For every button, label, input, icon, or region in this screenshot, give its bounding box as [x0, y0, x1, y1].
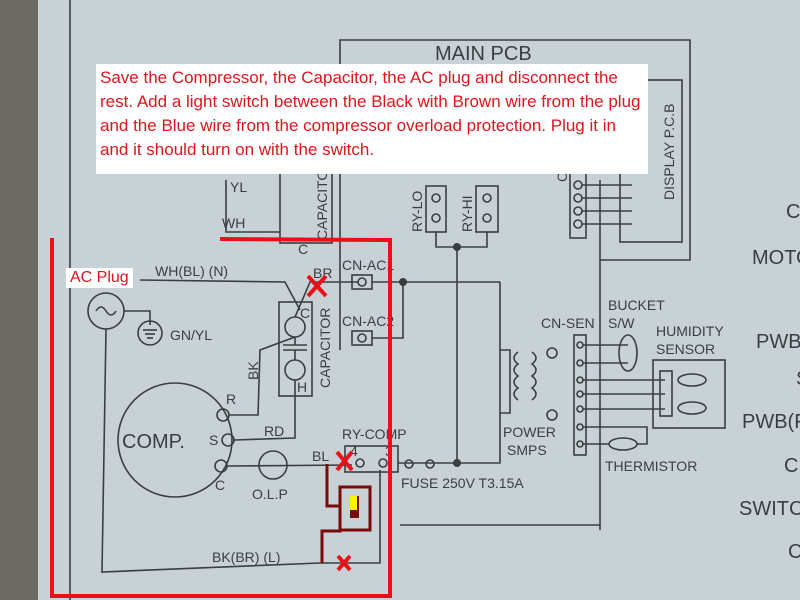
display-pcb-label: DISPLAY P.C.B	[661, 104, 677, 201]
fan-capacitor: CAPACITOR YL WH C	[222, 160, 333, 257]
table-edge	[0, 0, 40, 600]
keep-area-outline	[50, 237, 392, 598]
cn-sen-label: CN-SEN	[541, 315, 595, 331]
light-switch-drawing	[320, 464, 372, 563]
wh-bl-n-label: WH(BL) (N)	[155, 263, 228, 279]
side-label: SWITC	[739, 498, 800, 520]
side-label: C	[788, 541, 800, 563]
side-label: MOTO	[752, 247, 800, 269]
fan-relays: RY-LO RY-HI	[409, 185, 499, 467]
cn-ac1-label: CN-AC1	[342, 257, 394, 273]
ry-lo-label: RY-LO	[409, 191, 425, 232]
bk-br-l-label: BK(BR) (L)	[212, 549, 280, 565]
fuse-label: FUSE 250V T3.15A	[401, 475, 524, 491]
rd-label: RD	[264, 423, 284, 439]
c-label: C	[215, 477, 225, 493]
ac-source: GN/YL WH(BL) (N) BK(BR) (L)	[87, 263, 381, 573]
cn-label: C	[554, 172, 570, 182]
comp-label: COMP.	[122, 431, 185, 453]
c-top-label: C	[298, 241, 308, 257]
side-label: PWB	[756, 331, 800, 353]
gn-yl-label: GN/YL	[170, 327, 212, 343]
yl-label: YL	[230, 179, 247, 195]
instruction-note: Save the Compressor, the Capacitor, the …	[96, 64, 648, 174]
cn-ac-connectors: CN-AC1 CN-AC2	[342, 257, 500, 346]
thermistor-label: THERMISTOR	[605, 458, 697, 474]
red-annotations	[50, 237, 392, 598]
capacitor-label: CAPACITOR	[317, 308, 333, 388]
compressor: COMP. R S C BK RD O.L.P BL	[117, 336, 353, 502]
main-pcb-box: MAIN PCB	[339, 39, 691, 530]
sensors: CN-SEN BUCKET S/W HUMIDITY SENSOR THERMI…	[541, 297, 726, 474]
ac-plug-label: AC Plug	[66, 268, 133, 288]
cut-mark-x	[335, 450, 354, 472]
side-labels: C MOTO PWB S PWB(F C SWITC C	[739, 201, 800, 563]
wh-label: WH	[222, 215, 245, 231]
side-label: C	[784, 455, 798, 477]
olp-label: O.L.P	[252, 486, 288, 502]
ry-comp-4: 4	[350, 443, 358, 459]
ry-comp-label: RY-COMP	[342, 426, 407, 442]
humidity-label-2: SENSOR	[656, 341, 715, 357]
side-label: C	[786, 201, 800, 223]
switch-icon	[338, 485, 372, 532]
side-label: S	[796, 368, 800, 390]
power-smps-label-2: SMPS	[507, 442, 547, 458]
capacitor-top-label: CAPACITOR	[314, 160, 330, 240]
power-smps: POWER SMPS	[500, 347, 558, 458]
olp-icon	[258, 450, 288, 480]
power-smps-label-1: POWER	[503, 424, 556, 440]
r-label: R	[226, 391, 236, 407]
cut-mark-x	[306, 274, 328, 298]
cap-c-label: C	[300, 305, 310, 321]
s-label: S	[209, 432, 218, 448]
main-pcb-label: MAIN PCB	[435, 43, 532, 65]
side-label: PWB(F	[742, 411, 800, 433]
cn-ac2-label: CN-AC2	[342, 313, 394, 329]
ry-hi-label: RY-HI	[459, 195, 475, 232]
humidity-label-1: HUMIDITY	[656, 323, 724, 339]
bl-label: BL	[312, 448, 329, 464]
cap-h-label: H	[297, 379, 307, 395]
bk-label: BK	[245, 361, 261, 380]
bucket-label-1: BUCKET	[608, 297, 665, 313]
cut-mark-x	[336, 554, 352, 572]
display-pcb: DISPLAY P.C.B C	[554, 79, 683, 243]
bucket-label-2: S/W	[608, 315, 635, 331]
br-label: BR	[313, 265, 332, 281]
